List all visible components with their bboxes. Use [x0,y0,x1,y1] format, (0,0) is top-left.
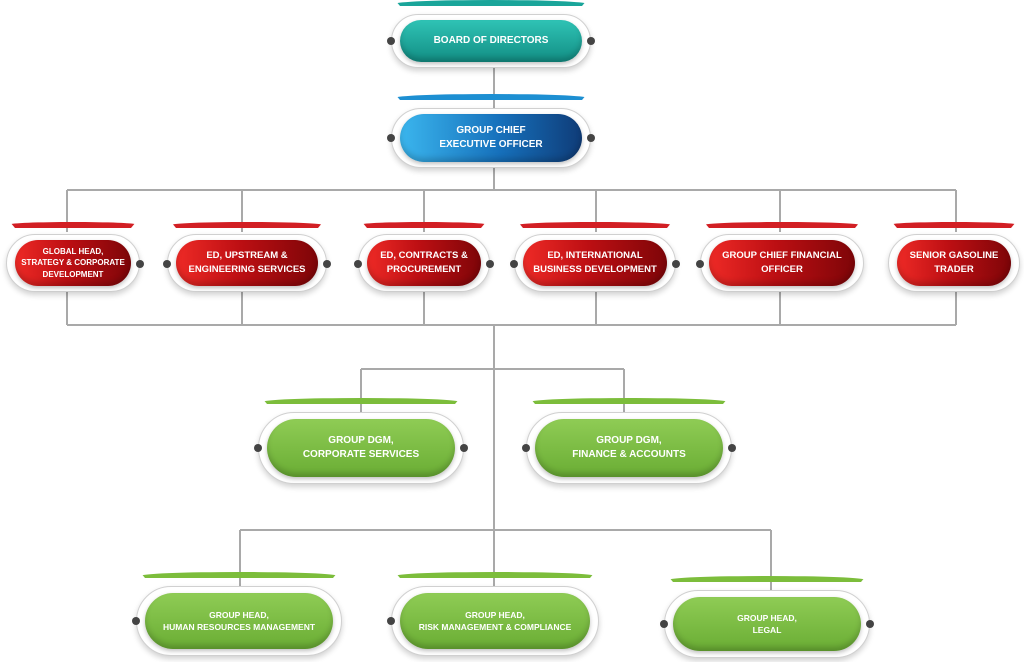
connector-dot-right [866,620,874,628]
dgm-label: GROUP DGM, CORPORATE SERVICES [302,434,420,461]
connector-dot-left [510,260,518,268]
node-arc [668,576,866,616]
group-ceo-node: GROUP CHIEF EXECUTIVE OFFICER [387,94,595,168]
connector-dot-left [163,260,171,268]
executive-label: GROUP CHIEF FINANCIAL OFFICER [722,250,842,275]
node-pill: ED, INTERNATIONAL BUSINESS DEVELOPMENT [523,240,667,286]
dgm-label: GROUP DGM, FINANCE & ACCOUNTS [572,434,686,461]
node-arc [140,572,338,612]
executive-label: ED, INTERNATIONAL BUSINESS DEVELOPMENT [533,250,657,275]
node-arc [518,222,672,262]
ceo-label: GROUP CHIEF EXECUTIVE OFFICER [439,124,543,151]
node-arc [530,398,728,438]
dgm-node-corporate-services: GROUP DGM, CORPORATE SERVICES [254,398,468,484]
node-pill: GROUP CHIEF FINANCIAL OFFICER [709,240,855,286]
connector-dot-right [460,444,468,452]
executive-node-ed-upstream: ED, UPSTREAM & ENGINEERING SERVICES [163,222,331,292]
connector-dot-right [486,260,494,268]
connector-dot-right [587,37,595,45]
node-arc [262,398,460,438]
head-label: GROUP HEAD, HUMAN RESOURCES MANAGEMENT [162,609,316,632]
node-arc [10,222,136,262]
node-arc [704,222,860,262]
executive-label: GLOBAL HEAD, STRATEGY & CORPORATE DEVELO… [21,246,125,279]
head-label: GROUP HEAD, RISK MANAGEMENT & COMPLIANCE [418,609,572,632]
node-arc [362,222,486,262]
node-pill: GROUP DGM, FINANCE & ACCOUNTS [535,419,723,477]
head-label: GROUP HEAD, LEGAL [737,612,797,635]
node-pill: GROUP CHIEF EXECUTIVE OFFICER [400,114,582,162]
connector-dot-right [323,260,331,268]
node-pill: SENIOR GASOLINE TRADER [897,240,1011,286]
connector-dot-right [728,444,736,452]
connector-dot-left [387,134,395,142]
executive-node-group-cfo: GROUP CHIEF FINANCIAL OFFICER [696,222,864,292]
node-arc [892,222,1016,262]
board-label: BOARD OF DIRECTORS [433,34,549,46]
head-node-legal: GROUP HEAD, LEGAL [660,576,874,658]
node-pill: GLOBAL HEAD, STRATEGY & CORPORATE DEVELO… [15,240,131,286]
node-pill: GROUP HEAD, RISK MANAGEMENT & COMPLIANCE [400,593,590,649]
connector-dot-right [587,134,595,142]
node-pill: GROUP DGM, CORPORATE SERVICES [267,419,455,477]
connector-dot-left [132,617,140,625]
connector-dot-left [254,444,262,452]
executive-node-ed-international: ED, INTERNATIONAL BUSINESS DEVELOPMENT [510,222,680,292]
executive-node-global-head-strategy: GLOBAL HEAD, STRATEGY & CORPORATE DEVELO… [6,222,144,292]
executive-label: SENIOR GASOLINE TRADER [909,250,999,275]
executive-label: ED, CONTRACTS & PROCUREMENT [380,250,468,275]
board-of-directors-node: BOARD OF DIRECTORS [387,0,595,68]
connector-dot-left [387,37,395,45]
head-node-risk-management: GROUP HEAD, RISK MANAGEMENT & COMPLIANCE [387,572,599,656]
node-arc [171,222,323,262]
dgm-node-finance-accounts: GROUP DGM, FINANCE & ACCOUNTS [522,398,736,484]
node-pill: GROUP HEAD, LEGAL [673,597,861,651]
connector-dot-left [696,260,704,268]
executive-node-ed-contracts: ED, CONTRACTS & PROCUREMENT [354,222,494,292]
connector-dot-left [522,444,530,452]
node-arc [395,94,587,134]
node-pill: ED, CONTRACTS & PROCUREMENT [367,240,481,286]
node-arc [395,572,595,612]
connector-dot-left [354,260,362,268]
head-node-human-resources: GROUP HEAD, HUMAN RESOURCES MANAGEMENT [132,572,342,656]
node-arc [395,0,587,40]
connector-dot-right [672,260,680,268]
connector-dot-right [136,260,144,268]
node-pill: GROUP HEAD, HUMAN RESOURCES MANAGEMENT [145,593,333,649]
node-pill: ED, UPSTREAM & ENGINEERING SERVICES [176,240,318,286]
connector-dot-left [660,620,668,628]
executive-label: ED, UPSTREAM & ENGINEERING SERVICES [188,250,306,275]
node-pill: BOARD OF DIRECTORS [400,20,582,62]
executive-node-senior-gasoline-trader: SENIOR GASOLINE TRADER [888,222,1020,292]
connector-dot-left [387,617,395,625]
